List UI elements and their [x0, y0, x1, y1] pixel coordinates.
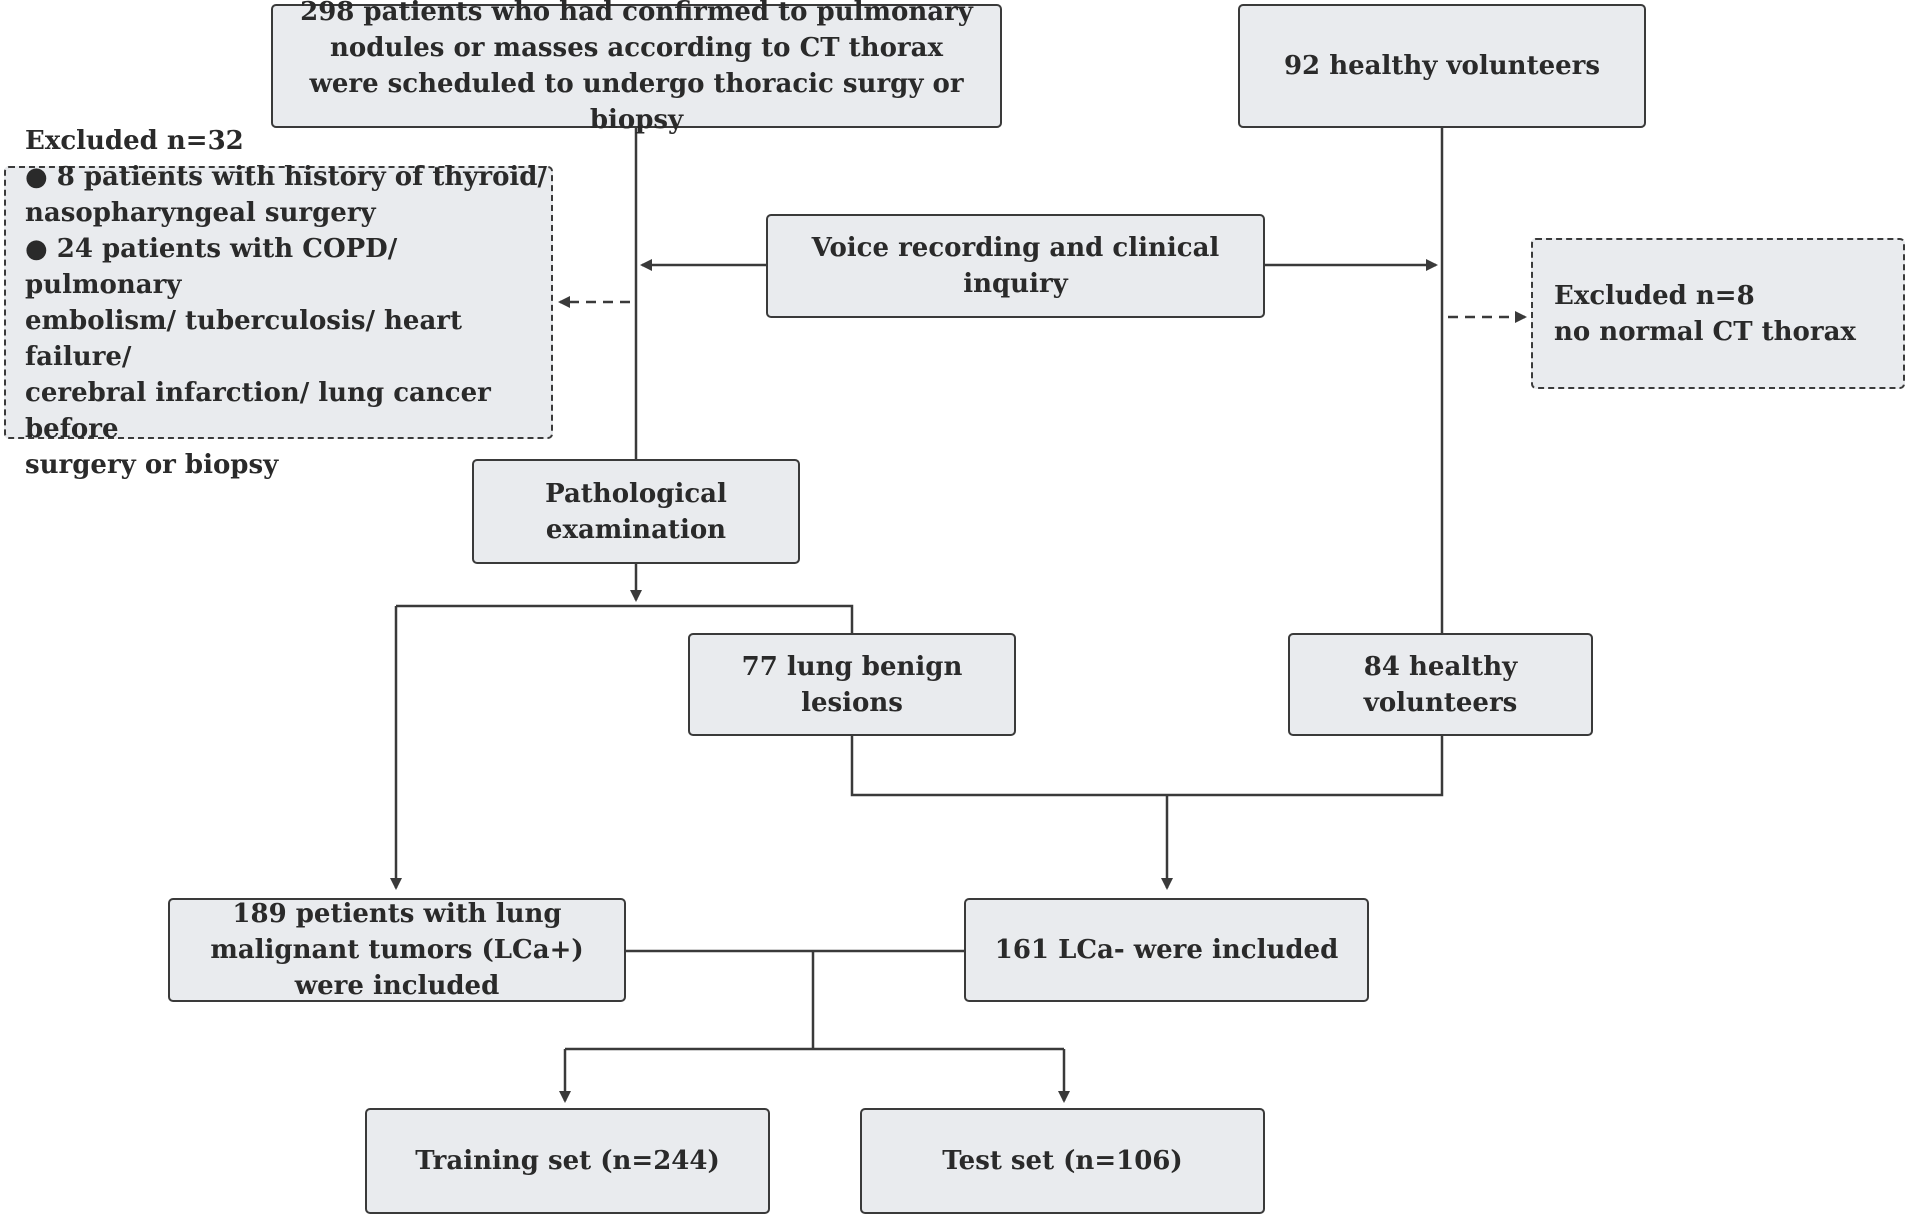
node-healthy-92-label: 92 healthy volunteers [1283, 51, 1601, 81]
node-pathological-examination: Pathological examination [472, 459, 800, 564]
node-benign-77: 77 lung benign lesions [688, 633, 1016, 736]
excluded-left-title: Excluded n=32 [25, 125, 244, 156]
node-patients-scheduled: 298 patients who had confirmed to pulmon… [271, 0, 1002, 135]
excluded-right-title: Excluded n=8 [1554, 280, 1755, 311]
node-patients-scheduled-label: 298 patients who had confirmed to pulmon… [300, 0, 973, 135]
excluded-left-line4: embolism/ tuberculosis/ heart failure/ [25, 305, 463, 372]
excluded-left-line5: cerebral infarction/ lung cancer before [25, 377, 491, 444]
node-lca-negative-label: 161 LCa- were included [994, 935, 1339, 965]
node-benign-77-label: 77 lung benign lesions [741, 651, 963, 718]
excluded-left-line2: nasopharyngeal surgery [25, 197, 376, 228]
node-voice-recording: Voice recording and clinical inquiry [766, 214, 1265, 318]
excluded-right-line1: no normal CT thorax [1554, 316, 1856, 347]
node-voice-recording-label: Voice recording and clinical inquiry [811, 233, 1220, 299]
excluded-left-line3: ● 24 patients with COPD/ pulmonary [25, 233, 398, 300]
connector-pathology-branch [396, 604, 854, 633]
connector-merge-lca-neg [850, 736, 1444, 797]
node-lca-negative: 161 LCa- were included [964, 898, 1369, 1002]
node-lca-positive-label: 189 petients with lung malignant tumors … [210, 899, 584, 1001]
node-training-set: Training set (n=244) [365, 1108, 770, 1214]
node-excluded-right: Excluded n=8 no normal CT thorax [1531, 238, 1905, 389]
node-lca-positive: 189 petients with lung malignant tumors … [168, 898, 626, 1002]
excluded-left-line6: surgery or biopsy [25, 449, 279, 480]
node-healthy-92: 92 healthy volunteers [1238, 4, 1646, 128]
node-pathological-label: Pathological examination [545, 478, 727, 545]
node-healthy-84-label: 84 healthy volunteers [1363, 651, 1518, 718]
node-test-set-label: Test set (n=106) [942, 1146, 1183, 1176]
node-training-set-label: Training set (n=244) [415, 1146, 720, 1176]
excluded-left-line1: ● 8 patients with history of thyroid/ [25, 161, 547, 192]
node-test-set: Test set (n=106) [860, 1108, 1265, 1214]
node-healthy-84: 84 healthy volunteers [1288, 633, 1593, 736]
node-excluded-left: Excluded n=32 ● 8 patients with history … [4, 126, 553, 480]
